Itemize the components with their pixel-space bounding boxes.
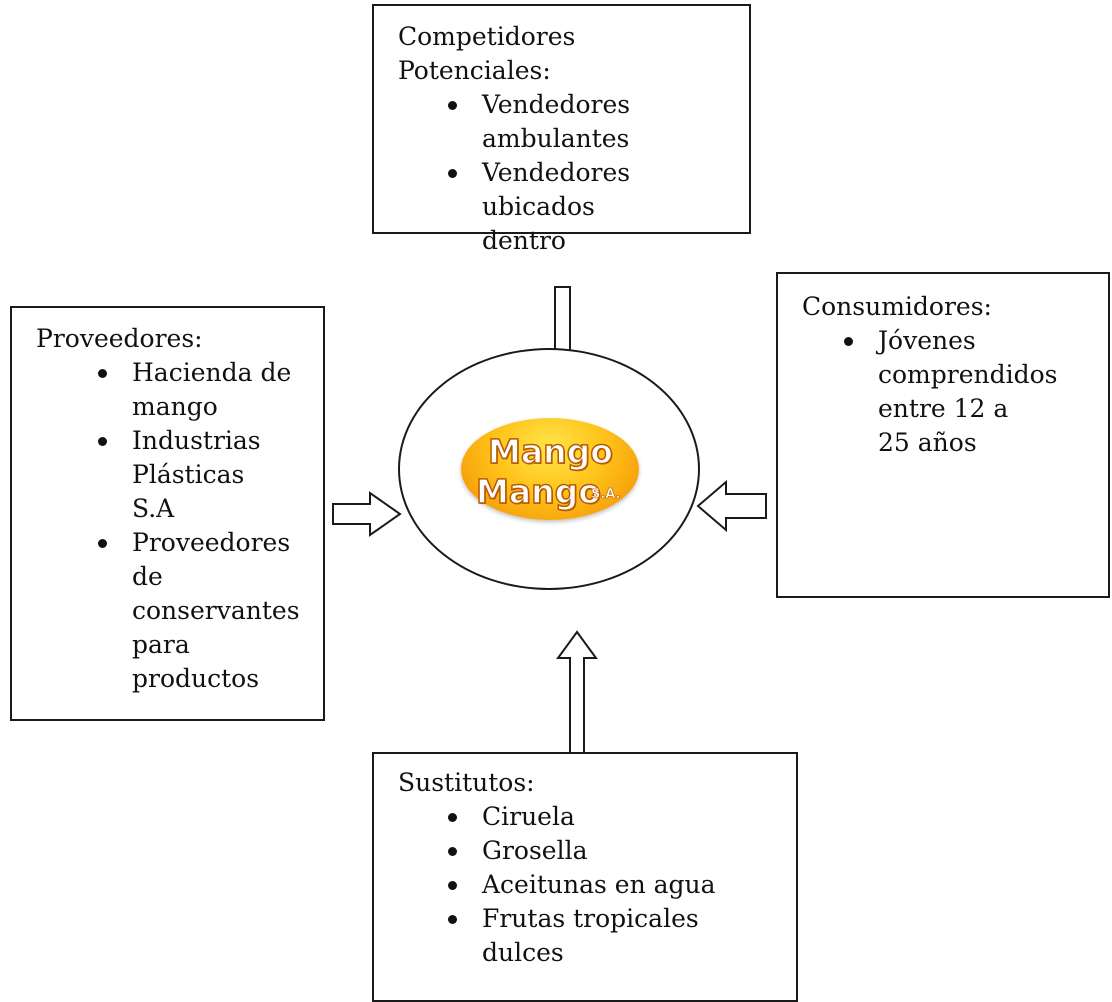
competitors-box: Competidores Potenciales: Vendedores amb… (372, 4, 751, 255)
list-item: Vendedores ambulantes (446, 88, 652, 156)
competitors-title: Competidores Potenciales: (398, 22, 576, 85)
competitors-list: Vendedores ambulantes Vendedores ubicado… (398, 88, 735, 258)
list-item: Proveedores de conservantes para product… (96, 526, 317, 696)
substitutes-list: Ciruela Grosella Aceitunas en agua Fruta… (398, 800, 782, 970)
consumers-list: Jóvenes comprendidos entre 12 a 25 años (802, 324, 1094, 460)
consumers-box: Consumidores: Jóvenes comprendidos entre… (776, 272, 1110, 598)
logo-text-line2: Mango (475, 471, 601, 512)
arrow-left-from-consumers (696, 479, 767, 533)
list-item: Industrias Plásticas S.A (96, 424, 272, 526)
arrow-right-from-suppliers (332, 491, 402, 537)
arrow-up-from-substitutes (556, 630, 598, 765)
list-item: Jóvenes comprendidos entre 12 a 25 años (842, 324, 1058, 460)
company-logo: Mango Mango S.A. (459, 410, 642, 528)
suppliers-box: Proveedores: Hacienda de mango Industria… (10, 306, 325, 721)
logo-text-line1: Mango (487, 431, 613, 472)
consumers-title: Consumidores: (802, 292, 992, 321)
logo-suffix: S.A. (591, 487, 621, 503)
list-item: Hacienda de mango (96, 356, 317, 424)
list-item: Grosella (446, 834, 782, 868)
substitutes-title: Sustitutos: (398, 768, 535, 797)
suppliers-title: Proveedores: (36, 324, 203, 353)
suppliers-list: Hacienda de mango Industrias Plásticas S… (36, 356, 309, 696)
list-item: Aceitunas en agua (446, 868, 782, 902)
substitutes-box: Sustitutos: Ciruela Grosella Aceitunas e… (372, 752, 798, 1002)
logo-oval (461, 418, 639, 520)
list-item: Ciruela (446, 800, 782, 834)
list-item: Frutas tropicales dulces (446, 902, 732, 970)
list-item: Vendedores ubicados dentro (446, 156, 702, 258)
